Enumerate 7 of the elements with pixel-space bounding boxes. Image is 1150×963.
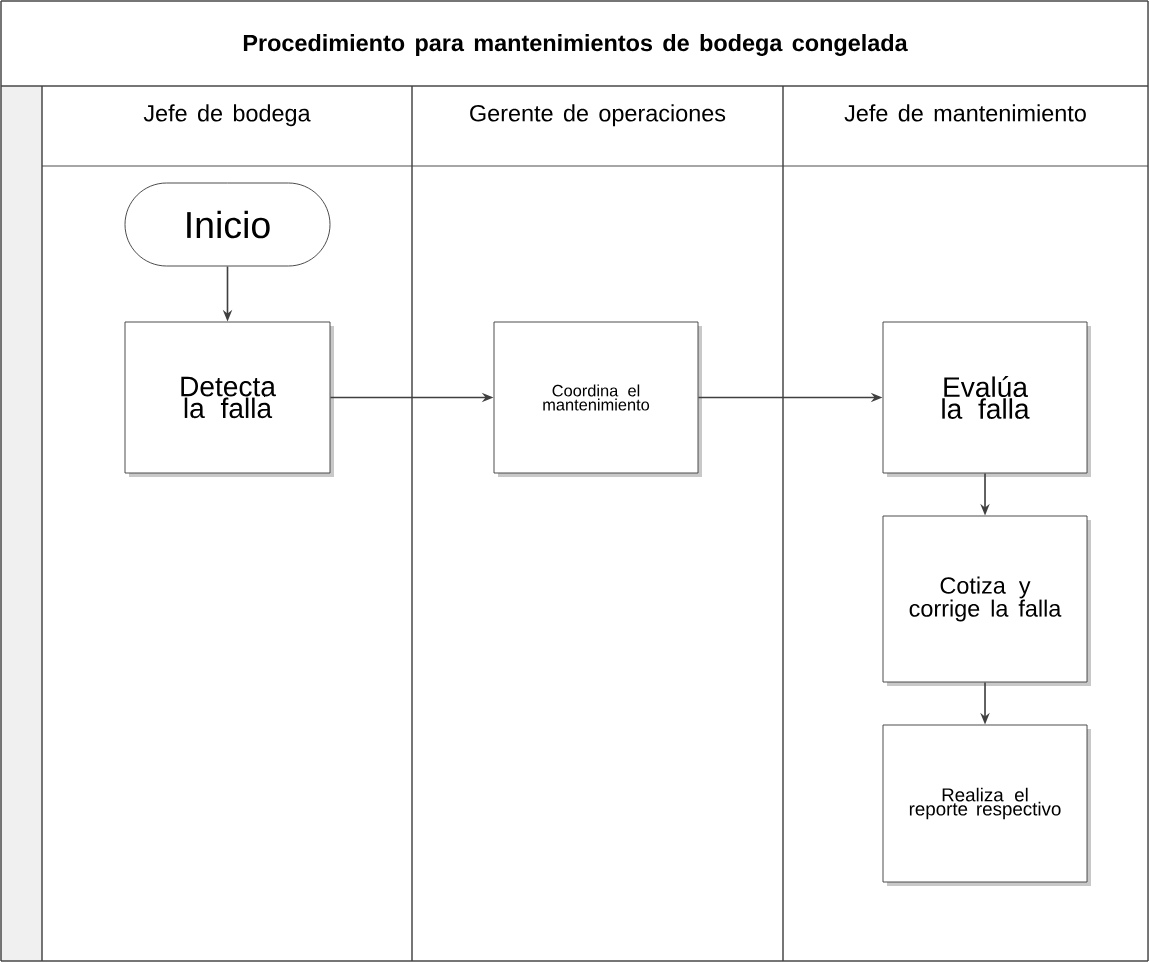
process-box: Coordina el mantenimiento: [493, 321, 702, 477]
process-box: Realiza el reporte respectivo: [882, 724, 1091, 886]
process-box: Detecta la falla: [124, 321, 334, 477]
title-bar: Procedimiento para mantenimientos de bodega congelada: [0, 0, 1149, 87]
process-box: Cotiza y corrige la falla: [882, 515, 1091, 686]
start-terminal: Inicio: [124, 182, 331, 267]
process-box: Evalúa la falla: [882, 321, 1091, 477]
